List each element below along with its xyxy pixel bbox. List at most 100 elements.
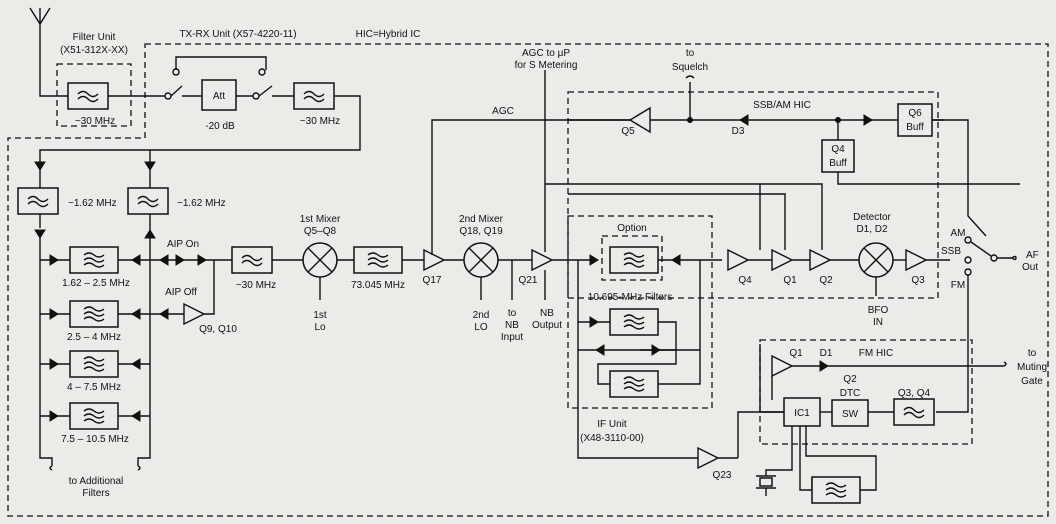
- ssb-am-hic-title: SSB/AM HIC: [753, 100, 811, 111]
- filter-unit-outline: [56, 63, 132, 127]
- svg-text:Out: Out: [1022, 262, 1038, 273]
- svg-text:Lo: Lo: [314, 322, 326, 333]
- q23-amp: [697, 446, 720, 470]
- svg-text:Q17: Q17: [423, 275, 442, 286]
- second-mixer: [463, 242, 499, 278]
- attenuator-box: [201, 79, 237, 111]
- band-filter-2: 2.5 – 4 MHz: [40, 300, 150, 343]
- svg-text:4 – 7.5 MHz: 4 – 7.5 MHz: [67, 382, 121, 393]
- q4-amp: [727, 248, 750, 272]
- q5-amp: [628, 106, 651, 134]
- ssb-am-hic-outline: [567, 91, 939, 299]
- filter-unit-title: Filter Unit: [73, 32, 116, 43]
- svg-text:1.62 – 2.5 MHz: 1.62 – 2.5 MHz: [62, 278, 130, 289]
- svg-text:Q1: Q1: [783, 275, 797, 286]
- svg-text:~1.62 MHz: ~1.62 MHz: [177, 198, 226, 209]
- svg-text:FM: FM: [951, 280, 965, 291]
- hic-note: HIC=Hybrid IC: [356, 29, 421, 40]
- svg-text:Q3, Q4: Q3, Q4: [898, 388, 931, 399]
- svg-text:DTC: DTC: [840, 388, 861, 399]
- if-unit-title: IF Unit: [597, 419, 627, 430]
- antenna-icon: [29, 7, 51, 46]
- svg-text:AIP On: AIP On: [167, 239, 199, 250]
- svg-text:IC1: IC1: [794, 408, 810, 419]
- svg-text:Detector: Detector: [853, 212, 891, 223]
- svg-text:Filters: Filters: [82, 488, 109, 499]
- band-filter-4: 7.5 – 10.5 MHz: [40, 402, 150, 445]
- svg-text:Q4: Q4: [831, 144, 845, 155]
- ic1-box: [783, 397, 821, 427]
- svg-text:for S Metering: for S Metering: [515, 60, 578, 71]
- option-outline: [601, 235, 663, 281]
- svg-text:1st Mixer: 1st Mixer: [300, 214, 341, 225]
- q21-amp: [531, 248, 554, 272]
- svg-text:AIP Off: AIP Off: [165, 287, 197, 298]
- mode-selector-switch: [964, 236, 1012, 276]
- svg-text:Q18, Q19: Q18, Q19: [459, 226, 503, 237]
- q2-amp: [809, 248, 832, 272]
- svg-text:Q3: Q3: [911, 275, 925, 286]
- if-unit-outline: [567, 215, 713, 409]
- option-title: Option: [617, 223, 646, 234]
- q9-q10-amp: [183, 302, 206, 326]
- svg-text:Q23: Q23: [713, 470, 732, 481]
- if-filters-title: 10.695-MHz Filters: [588, 292, 672, 303]
- svg-text:to Additional: to Additional: [69, 476, 124, 487]
- svg-text:~30 MHz: ~30 MHz: [300, 116, 340, 127]
- svg-text:Muting: Muting: [1017, 362, 1047, 373]
- svg-text:Buff: Buff: [906, 122, 924, 133]
- q1-amp: [771, 248, 794, 272]
- svg-text:NB: NB: [505, 320, 519, 331]
- svg-text:Q5: Q5: [621, 126, 635, 137]
- svg-text:BFO: BFO: [868, 305, 889, 316]
- svg-text:to: to: [508, 308, 517, 319]
- svg-text:AM: AM: [951, 228, 966, 239]
- svg-text:Gate: Gate: [1021, 376, 1043, 387]
- svg-text:2nd Mixer: 2nd Mixer: [459, 214, 504, 225]
- svg-text:Input: Input: [501, 332, 523, 343]
- if-unit-code: (X48-3110-00): [580, 433, 644, 444]
- fm-q1-amp: [771, 354, 794, 378]
- svg-text:D1, D2: D1, D2: [856, 224, 888, 235]
- svg-text:~30 MHz: ~30 MHz: [236, 280, 276, 291]
- svg-text:Q21: Q21: [519, 275, 538, 286]
- svg-text:Output: Output: [532, 320, 562, 331]
- svg-text:1st: 1st: [313, 310, 327, 321]
- crystal-icon: [756, 475, 776, 496]
- svg-text:Q4: Q4: [738, 275, 752, 286]
- svg-text:~1.62 MHz: ~1.62 MHz: [68, 198, 117, 209]
- svg-text:Q6: Q6: [908, 108, 922, 119]
- svg-text:SSB: SSB: [941, 246, 961, 257]
- svg-text:IN: IN: [873, 317, 883, 328]
- svg-text:AF: AF: [1026, 250, 1039, 261]
- svg-text:SW: SW: [842, 409, 859, 420]
- fm-hic-title: FM HIC: [859, 348, 893, 359]
- svg-text:LO: LO: [474, 322, 488, 333]
- first-mixer: [302, 242, 338, 278]
- svg-text:to: to: [686, 48, 695, 59]
- band-filter-3: 4 – 7.5 MHz: [40, 350, 150, 393]
- svg-text:7.5 – 10.5 MHz: 7.5 – 10.5 MHz: [61, 434, 129, 445]
- sw-box: [831, 399, 869, 427]
- txrx-unit-outline: [7, 43, 1049, 517]
- svg-text:Buff: Buff: [829, 158, 847, 169]
- svg-text:Squelch: Squelch: [672, 62, 708, 73]
- svg-text:Q2: Q2: [843, 374, 857, 385]
- q17-amp: [423, 248, 446, 272]
- svg-text:D1: D1: [820, 348, 833, 359]
- svg-text:-20 dB: -20 dB: [205, 121, 235, 132]
- svg-text:Q1: Q1: [789, 348, 803, 359]
- svg-text:to: to: [1028, 348, 1037, 359]
- svg-text:AGC: AGC: [492, 106, 514, 117]
- svg-text:Q9, Q10: Q9, Q10: [199, 324, 237, 335]
- svg-text:2nd: 2nd: [473, 310, 490, 321]
- band-filter-1: 1.62 – 2.5 MHz: [40, 246, 150, 289]
- svg-text:AGC to μP: AGC to μP: [522, 48, 570, 59]
- svg-text:Att: Att: [213, 91, 225, 102]
- filter-unit-code: (X51-312X-XX): [60, 45, 128, 56]
- txrx-unit-title: TX-RX Unit (X57-4220-11): [179, 29, 296, 40]
- svg-text:D3: D3: [732, 126, 745, 137]
- svg-text:Q2: Q2: [819, 275, 833, 286]
- svg-text:NB: NB: [540, 308, 554, 319]
